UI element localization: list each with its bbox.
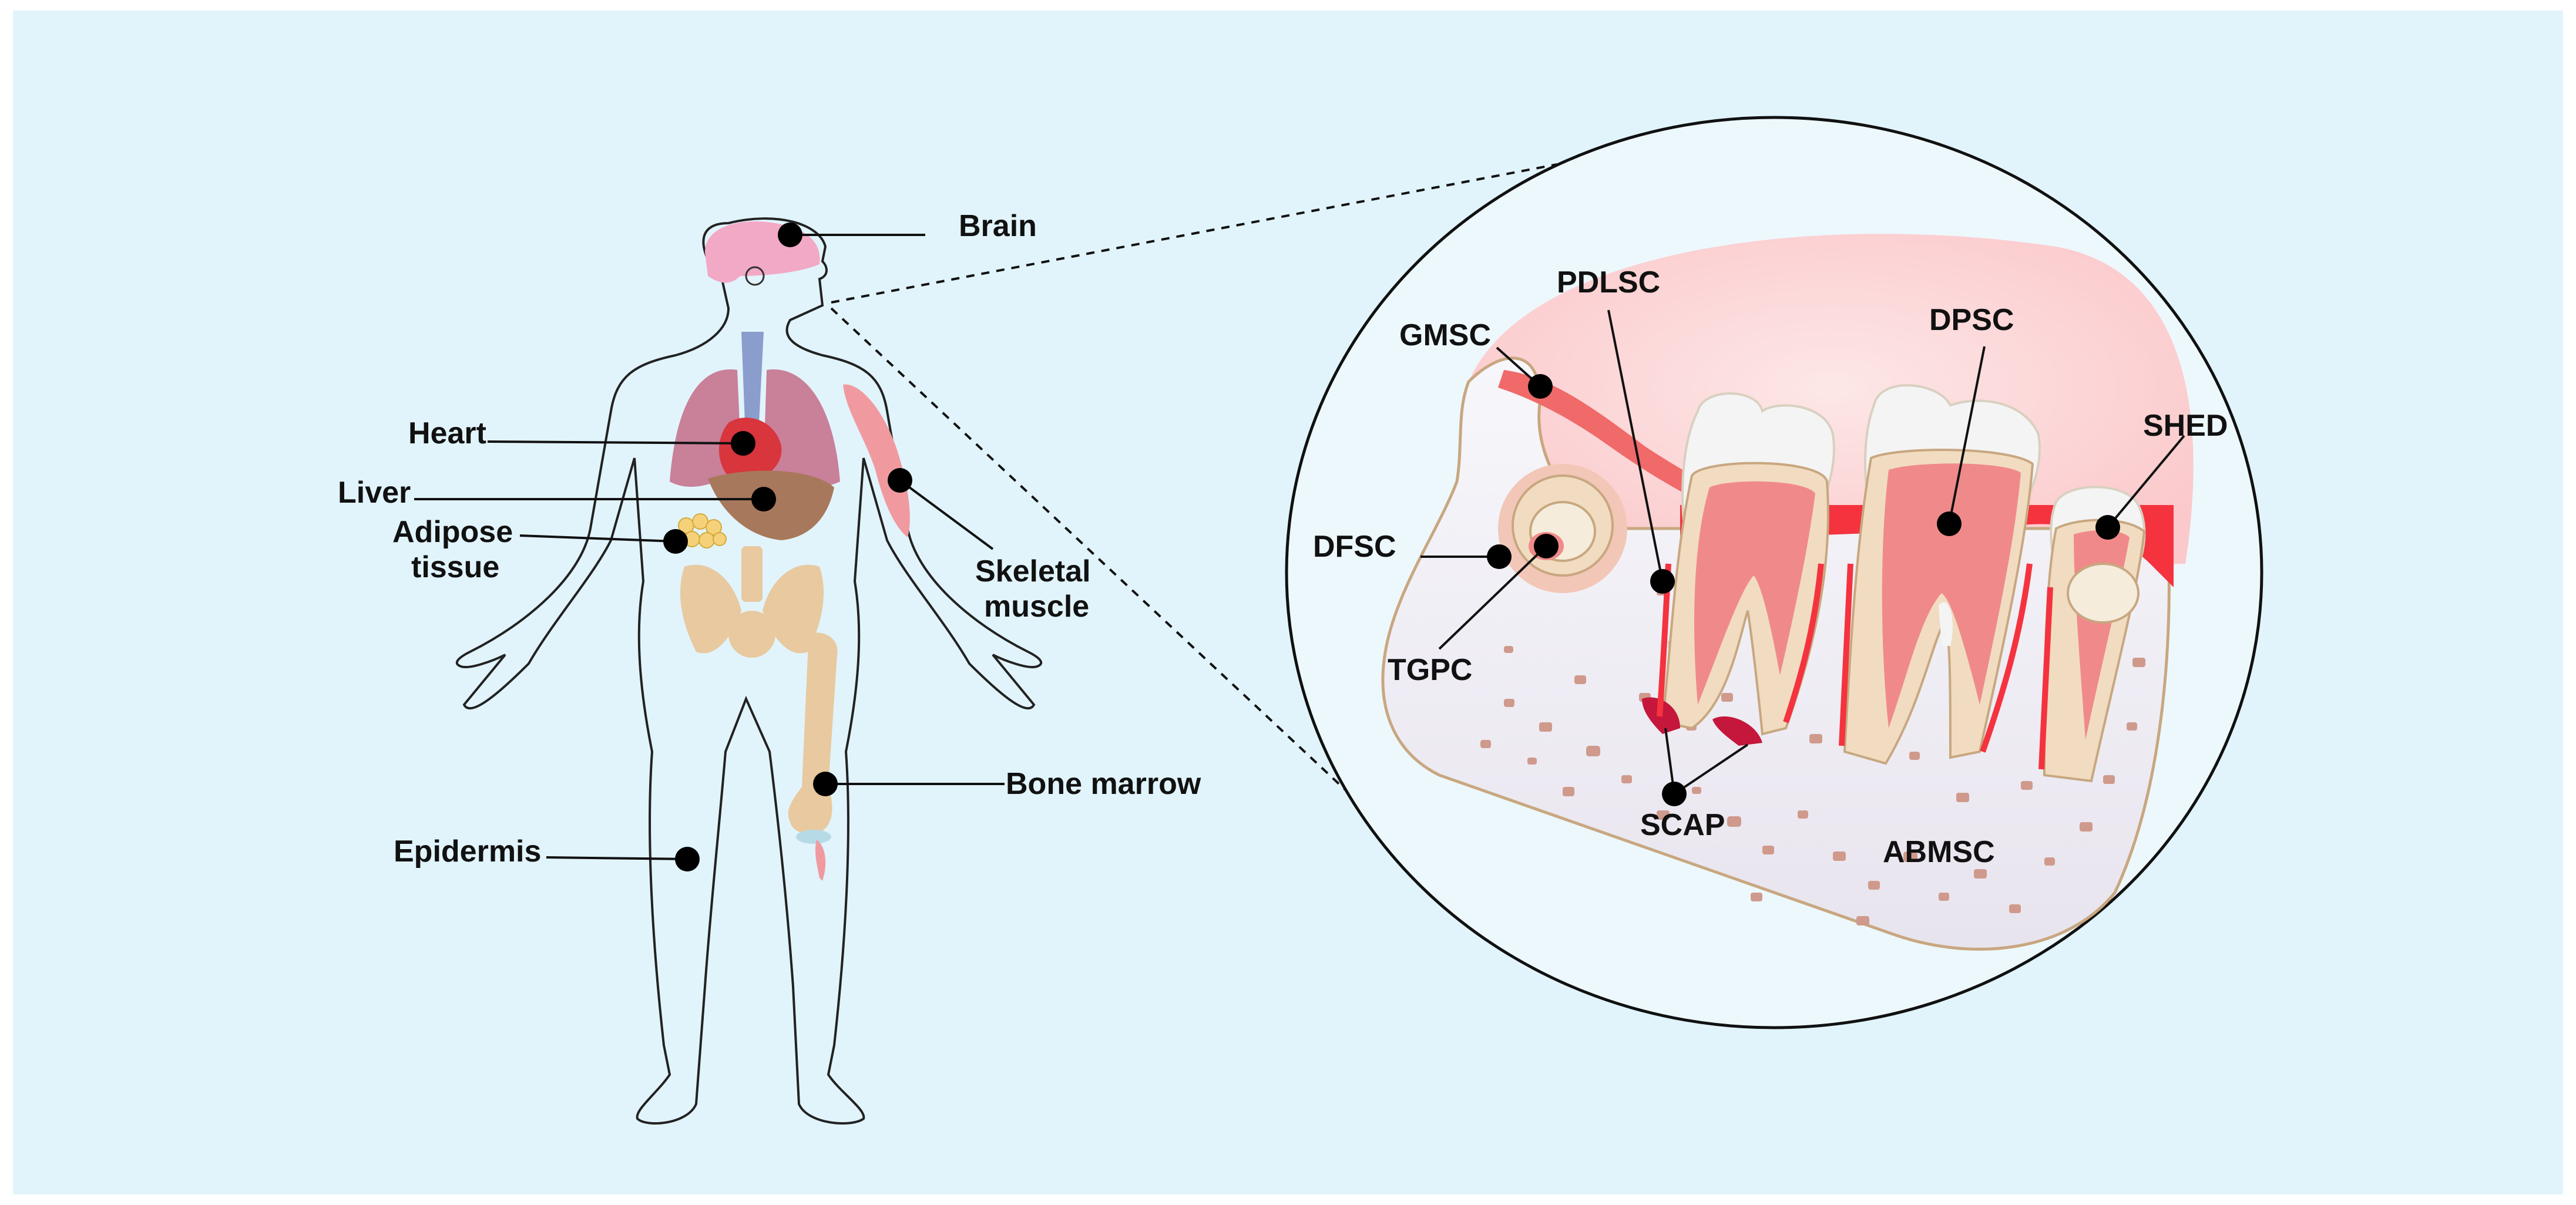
label-epidermis: Epidermis: [394, 834, 541, 869]
bone-speckles: [1480, 587, 2145, 925]
label-pdlsc: PDLSC: [1557, 265, 1660, 299]
marker-scap: [1662, 782, 1687, 806]
label-heart: Heart: [408, 416, 486, 450]
label-tgpc: TGPC: [1388, 653, 1472, 687]
label-bone-marrow: Bone marrow: [1006, 767, 1201, 801]
marker-heart: [731, 431, 755, 456]
zoom-lines: [830, 163, 1557, 791]
label-skeletal-line2: muscle: [984, 590, 1089, 624]
body-outline: [455, 217, 1043, 1125]
primary-tooth: [2043, 486, 2146, 783]
adipose-cluster: [678, 513, 727, 548]
marker-brain: [778, 223, 802, 247]
skeletal-muscle-organ: [843, 384, 910, 537]
marker-adipose: [663, 529, 688, 554]
label-dpsc: DPSC: [1929, 303, 2014, 337]
marker-dpsc: [1937, 511, 1962, 536]
molar-tooth-1: [1642, 392, 1835, 746]
label-scap: SCAP: [1640, 808, 1725, 842]
label-adipose-line2: tissue: [411, 550, 499, 584]
skeleton-pelvis: [680, 546, 824, 658]
label-abmsc: ABMSC: [1883, 835, 1995, 869]
body-markers: [663, 223, 912, 871]
marker-dfsc: [1487, 544, 1512, 569]
body-leader-lines: [414, 234, 1005, 860]
dental-leader-lines: [1420, 309, 2185, 795]
dental-markers: [1487, 374, 2120, 806]
label-dfsc: DFSC: [1313, 530, 1396, 564]
leg-muscle: [815, 840, 826, 881]
marker-pdlsc: [1650, 569, 1675, 594]
label-brain: Brain: [959, 209, 1037, 243]
marker-tgpc: [1534, 534, 1559, 558]
label-liver: Liver: [338, 476, 411, 510]
label-shed: SHED: [2143, 409, 2228, 443]
label-skeletal-line1: Skeletal: [975, 554, 1091, 588]
label-adipose-line1: Adipose: [392, 515, 513, 549]
label-gmsc: GMSC: [1399, 318, 1491, 352]
marker-skeletal-muscle: [888, 468, 912, 493]
marker-bone-marrow: [813, 772, 838, 796]
marker-liver: [751, 487, 776, 511]
knee-joint: [796, 830, 831, 844]
molar-tooth-2: [1843, 384, 2041, 765]
marker-gmsc: [1528, 374, 1553, 399]
ear: [745, 266, 765, 286]
lungs: [670, 369, 840, 487]
trachea: [741, 332, 764, 423]
marker-epidermis: [675, 847, 700, 871]
gingival-band: [1498, 370, 1727, 511]
dental-illustration: [1381, 234, 2194, 951]
marker-shed: [2095, 515, 2120, 540]
